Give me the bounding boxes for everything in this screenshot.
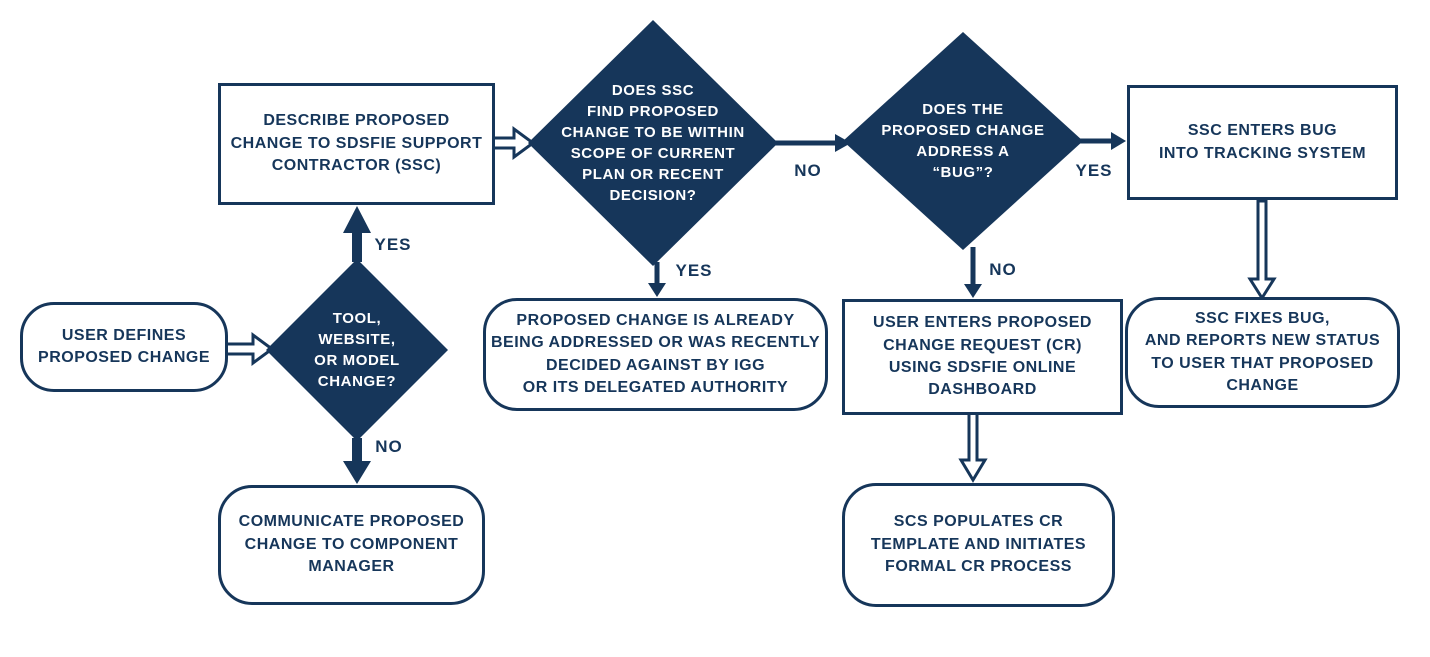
- arrow-entercr-to-scs: [958, 411, 988, 483]
- edge-label-scope-no: NO: [794, 161, 822, 180]
- arrow-tool-yes-up: [343, 206, 371, 262]
- arrow-enterbug-to-fixbug: [1247, 199, 1277, 301]
- node-scs-populates-cr: SCS POPULATES CR TEMPLATE AND INITIATES …: [842, 483, 1115, 607]
- arrow-bug-yes-head: [1111, 132, 1126, 150]
- edge-label-tool-yes: YES: [374, 235, 412, 254]
- node-user-defines: USER DEFINES PROPOSED CHANGE: [20, 302, 228, 392]
- arrow-user-to-tool: [224, 332, 275, 366]
- arrow-scope-no-head: [835, 134, 851, 152]
- edge-label-bug-yes: YES: [1075, 161, 1113, 180]
- node-describe-proposed-change: DESCRIBE PROPOSED CHANGE TO SDSFIE SUPPO…: [218, 83, 495, 205]
- arrow-tool-no-down: [343, 438, 371, 484]
- node-ssc-fixes-bug: SSC FIXES BUG, AND REPORTS NEW STATUS TO…: [1125, 297, 1400, 408]
- edge-label-bug-no: NO: [989, 260, 1017, 279]
- arrow-describe-to-scope: [491, 126, 536, 160]
- node-ssc-enters-bug: SSC ENTERS BUG INTO TRACKING SYSTEM: [1127, 85, 1398, 200]
- edge-label-scope-yes: YES: [675, 261, 713, 280]
- arrow-bug-no-head: [964, 284, 982, 298]
- arrow-scope-yes-head: [648, 283, 666, 297]
- node-already-addressed: PROPOSED CHANGE IS ALREADY BEING ADDRESS…: [483, 298, 828, 411]
- edge-label-tool-no: NO: [375, 437, 403, 456]
- node-user-enters-cr: USER ENTERS PROPOSED CHANGE REQUEST (CR)…: [842, 299, 1123, 415]
- node-communicate-component-manager: COMMUNICATE PROPOSED CHANGE TO COMPONENT…: [218, 485, 485, 605]
